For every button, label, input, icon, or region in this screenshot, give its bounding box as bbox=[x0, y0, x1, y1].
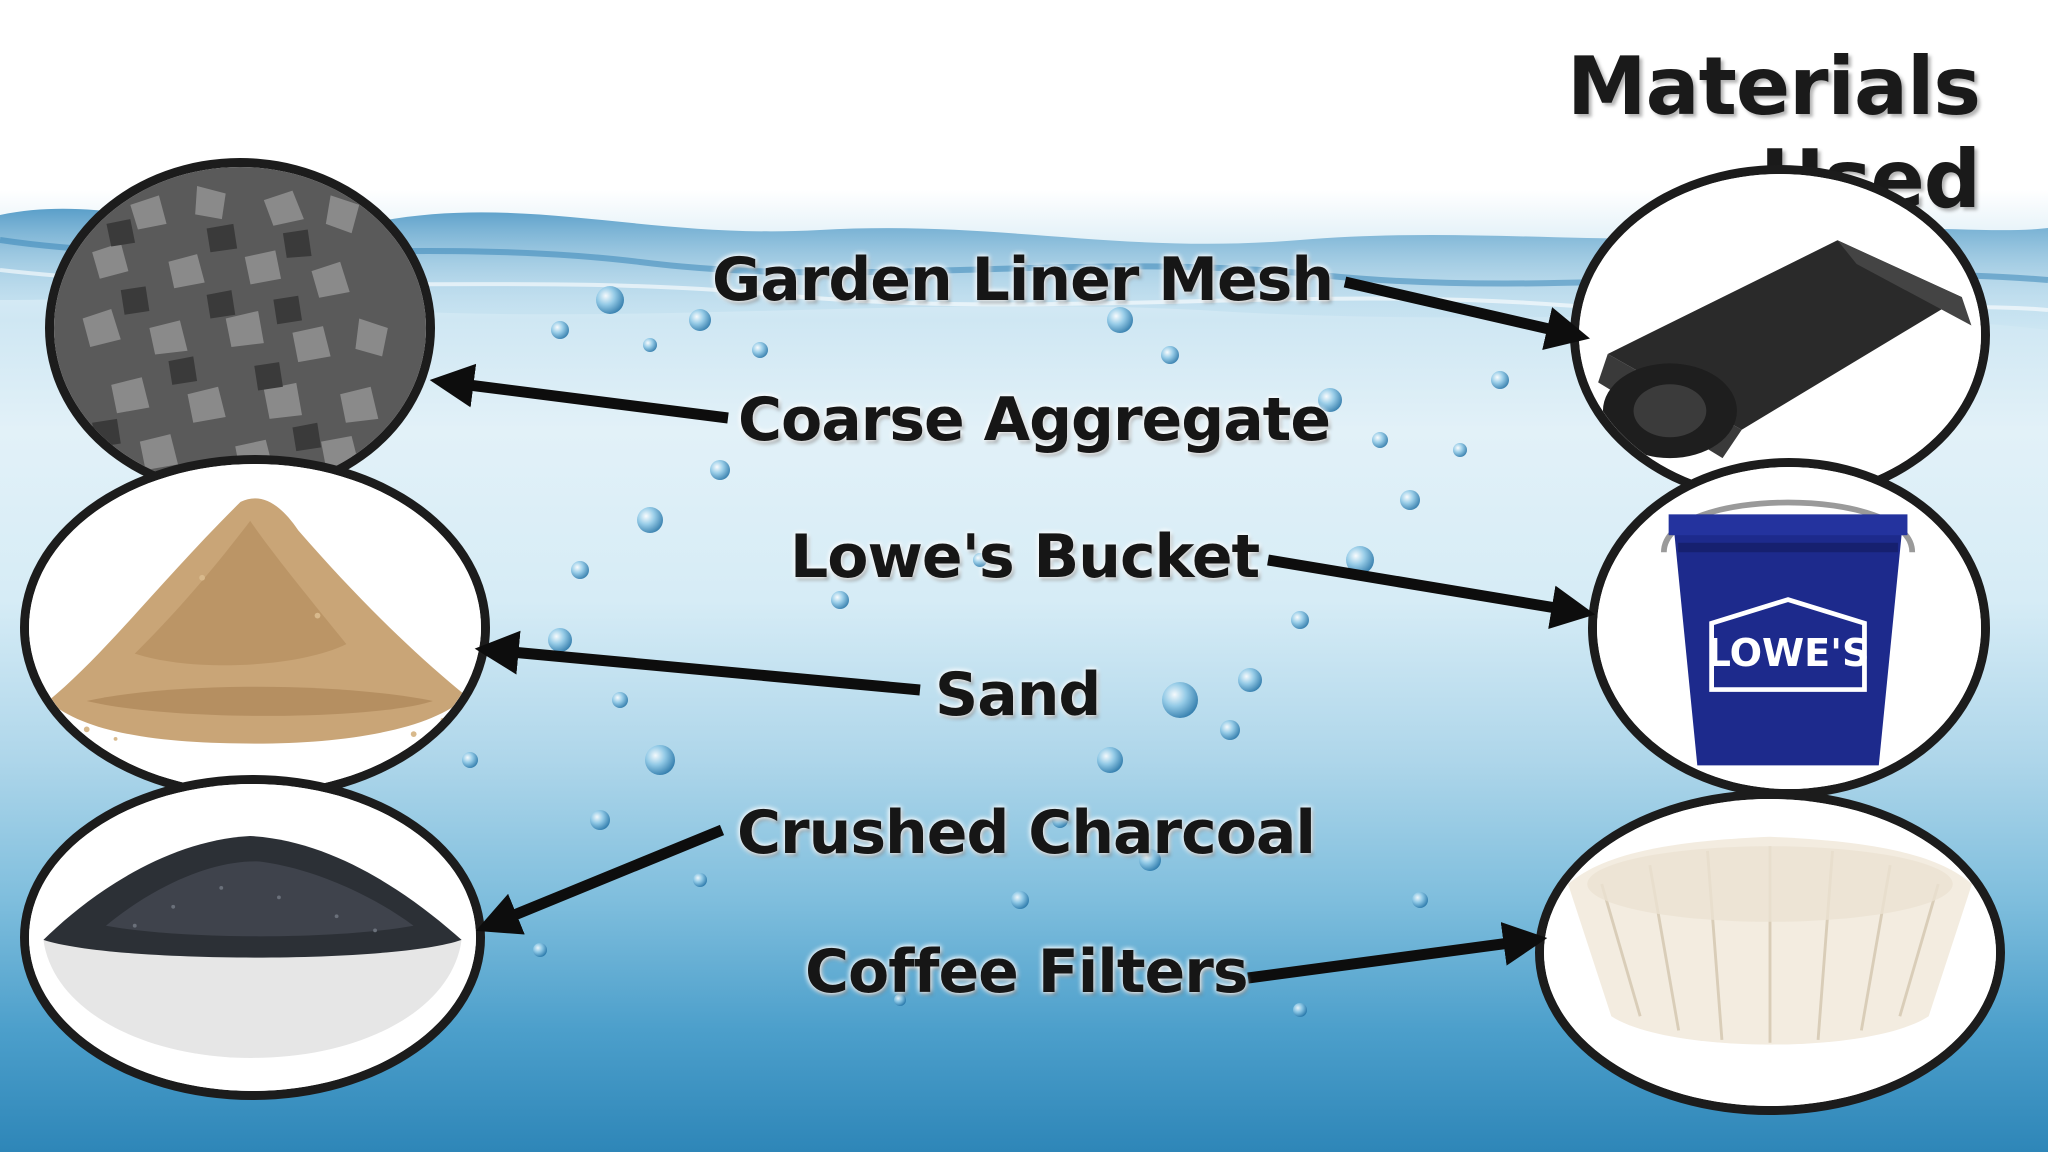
label-garden-liner-mesh: Garden Liner Mesh bbox=[712, 245, 1334, 315]
coarse-aggregate-photo bbox=[45, 158, 435, 498]
bucket-icon: LOWE'S bbox=[1597, 467, 1981, 789]
sand-photo bbox=[20, 455, 490, 800]
label-coarse-aggregate: Coarse Aggregate bbox=[738, 385, 1331, 455]
coffee-filter-icon bbox=[1544, 799, 1996, 1106]
mesh-roll-icon bbox=[1579, 174, 1981, 496]
gravel-icon bbox=[54, 167, 426, 489]
bucket-brand-text: LOWE'S bbox=[1707, 631, 1870, 675]
crushed-charcoal-photo bbox=[20, 775, 485, 1100]
lowes-bucket-photo: LOWE'S bbox=[1588, 458, 1990, 798]
label-sand: Sand bbox=[935, 660, 1101, 730]
garden-liner-mesh-photo bbox=[1570, 165, 1990, 505]
charcoal-bowl-icon bbox=[29, 784, 476, 1091]
sand-pile-icon bbox=[29, 464, 481, 791]
label-coffee-filters: Coffee Filters bbox=[805, 937, 1249, 1007]
coffee-filters-photo bbox=[1535, 790, 2005, 1115]
label-crushed-charcoal: Crushed Charcoal bbox=[737, 798, 1316, 868]
label-lowes-bucket: Lowe's Bucket bbox=[790, 522, 1260, 592]
